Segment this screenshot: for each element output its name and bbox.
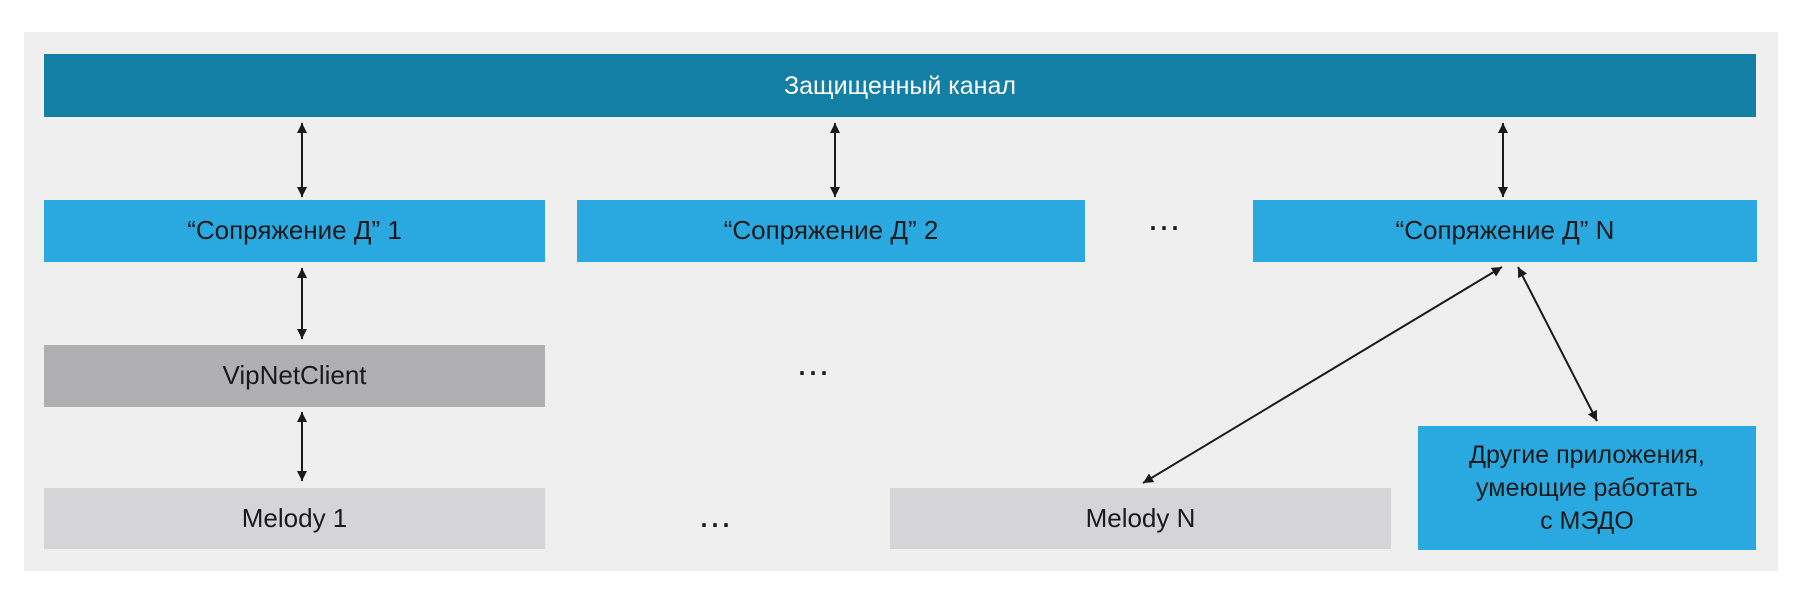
gateway-box-n-label: “Сопряжение Д” N (1395, 215, 1615, 246)
ellipsis-gateway-row: ... (1148, 197, 1182, 238)
ellipsis-middle-row: ... (797, 342, 831, 383)
gateway-box-n: “Сопряжение Д” N (1253, 200, 1757, 262)
gateway-box-2: “Сопряжение Д” 2 (577, 200, 1085, 262)
melody-box-n: Melody N (890, 488, 1391, 549)
gateway-box-2-label: “Сопряжение Д” 2 (723, 215, 939, 246)
secure-channel-label: Защищенный канал (784, 71, 1016, 100)
other-apps-box: Другие приложения, умеющие работать с МЭ… (1418, 426, 1756, 550)
gateway-box-1-label: “Сопряжение Д” 1 (187, 215, 402, 246)
melody-box-n-label: Melody N (1085, 502, 1196, 533)
gateway-box-1: “Сопряжение Д” 1 (44, 200, 545, 262)
melody-box-1: Melody 1 (44, 488, 545, 549)
vipnet-client-label: VipNetClient (222, 360, 367, 391)
other-apps-label: Другие приложения, умеющие работать с МЭ… (1469, 440, 1705, 535)
secure-channel-bar: Защищенный канал (44, 54, 1756, 117)
vipnet-client-box: VipNetClient (44, 345, 545, 407)
melody-box-1-label: Melody 1 (241, 502, 348, 533)
ellipsis-melody-row: ... (699, 494, 733, 535)
